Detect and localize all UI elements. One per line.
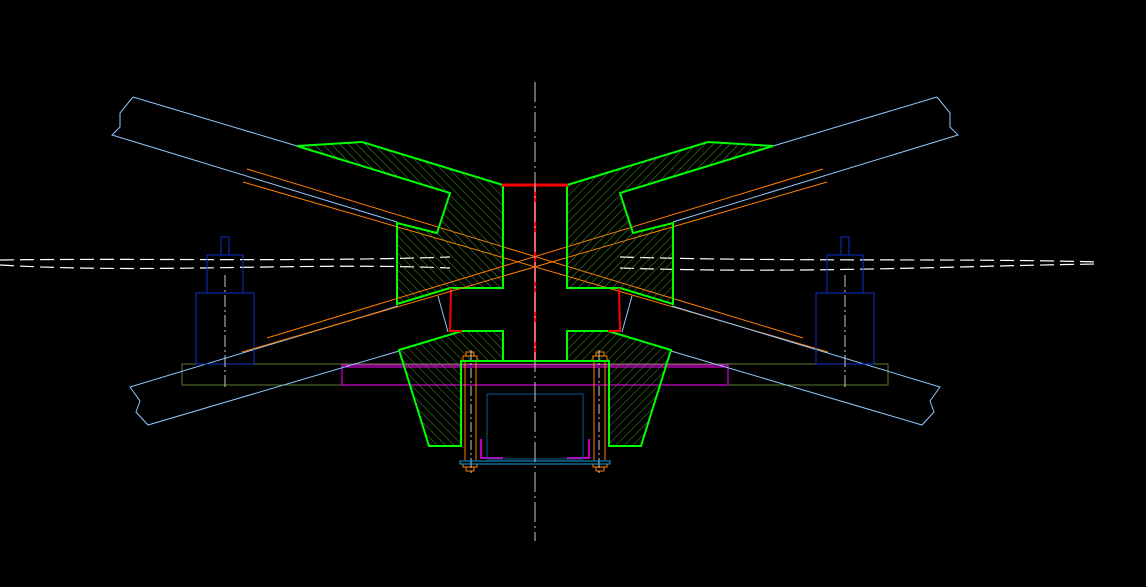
box-frame — [460, 360, 610, 446]
ground-line-lower — [0, 263, 1101, 271]
ground-line-upper — [0, 256, 1101, 263]
